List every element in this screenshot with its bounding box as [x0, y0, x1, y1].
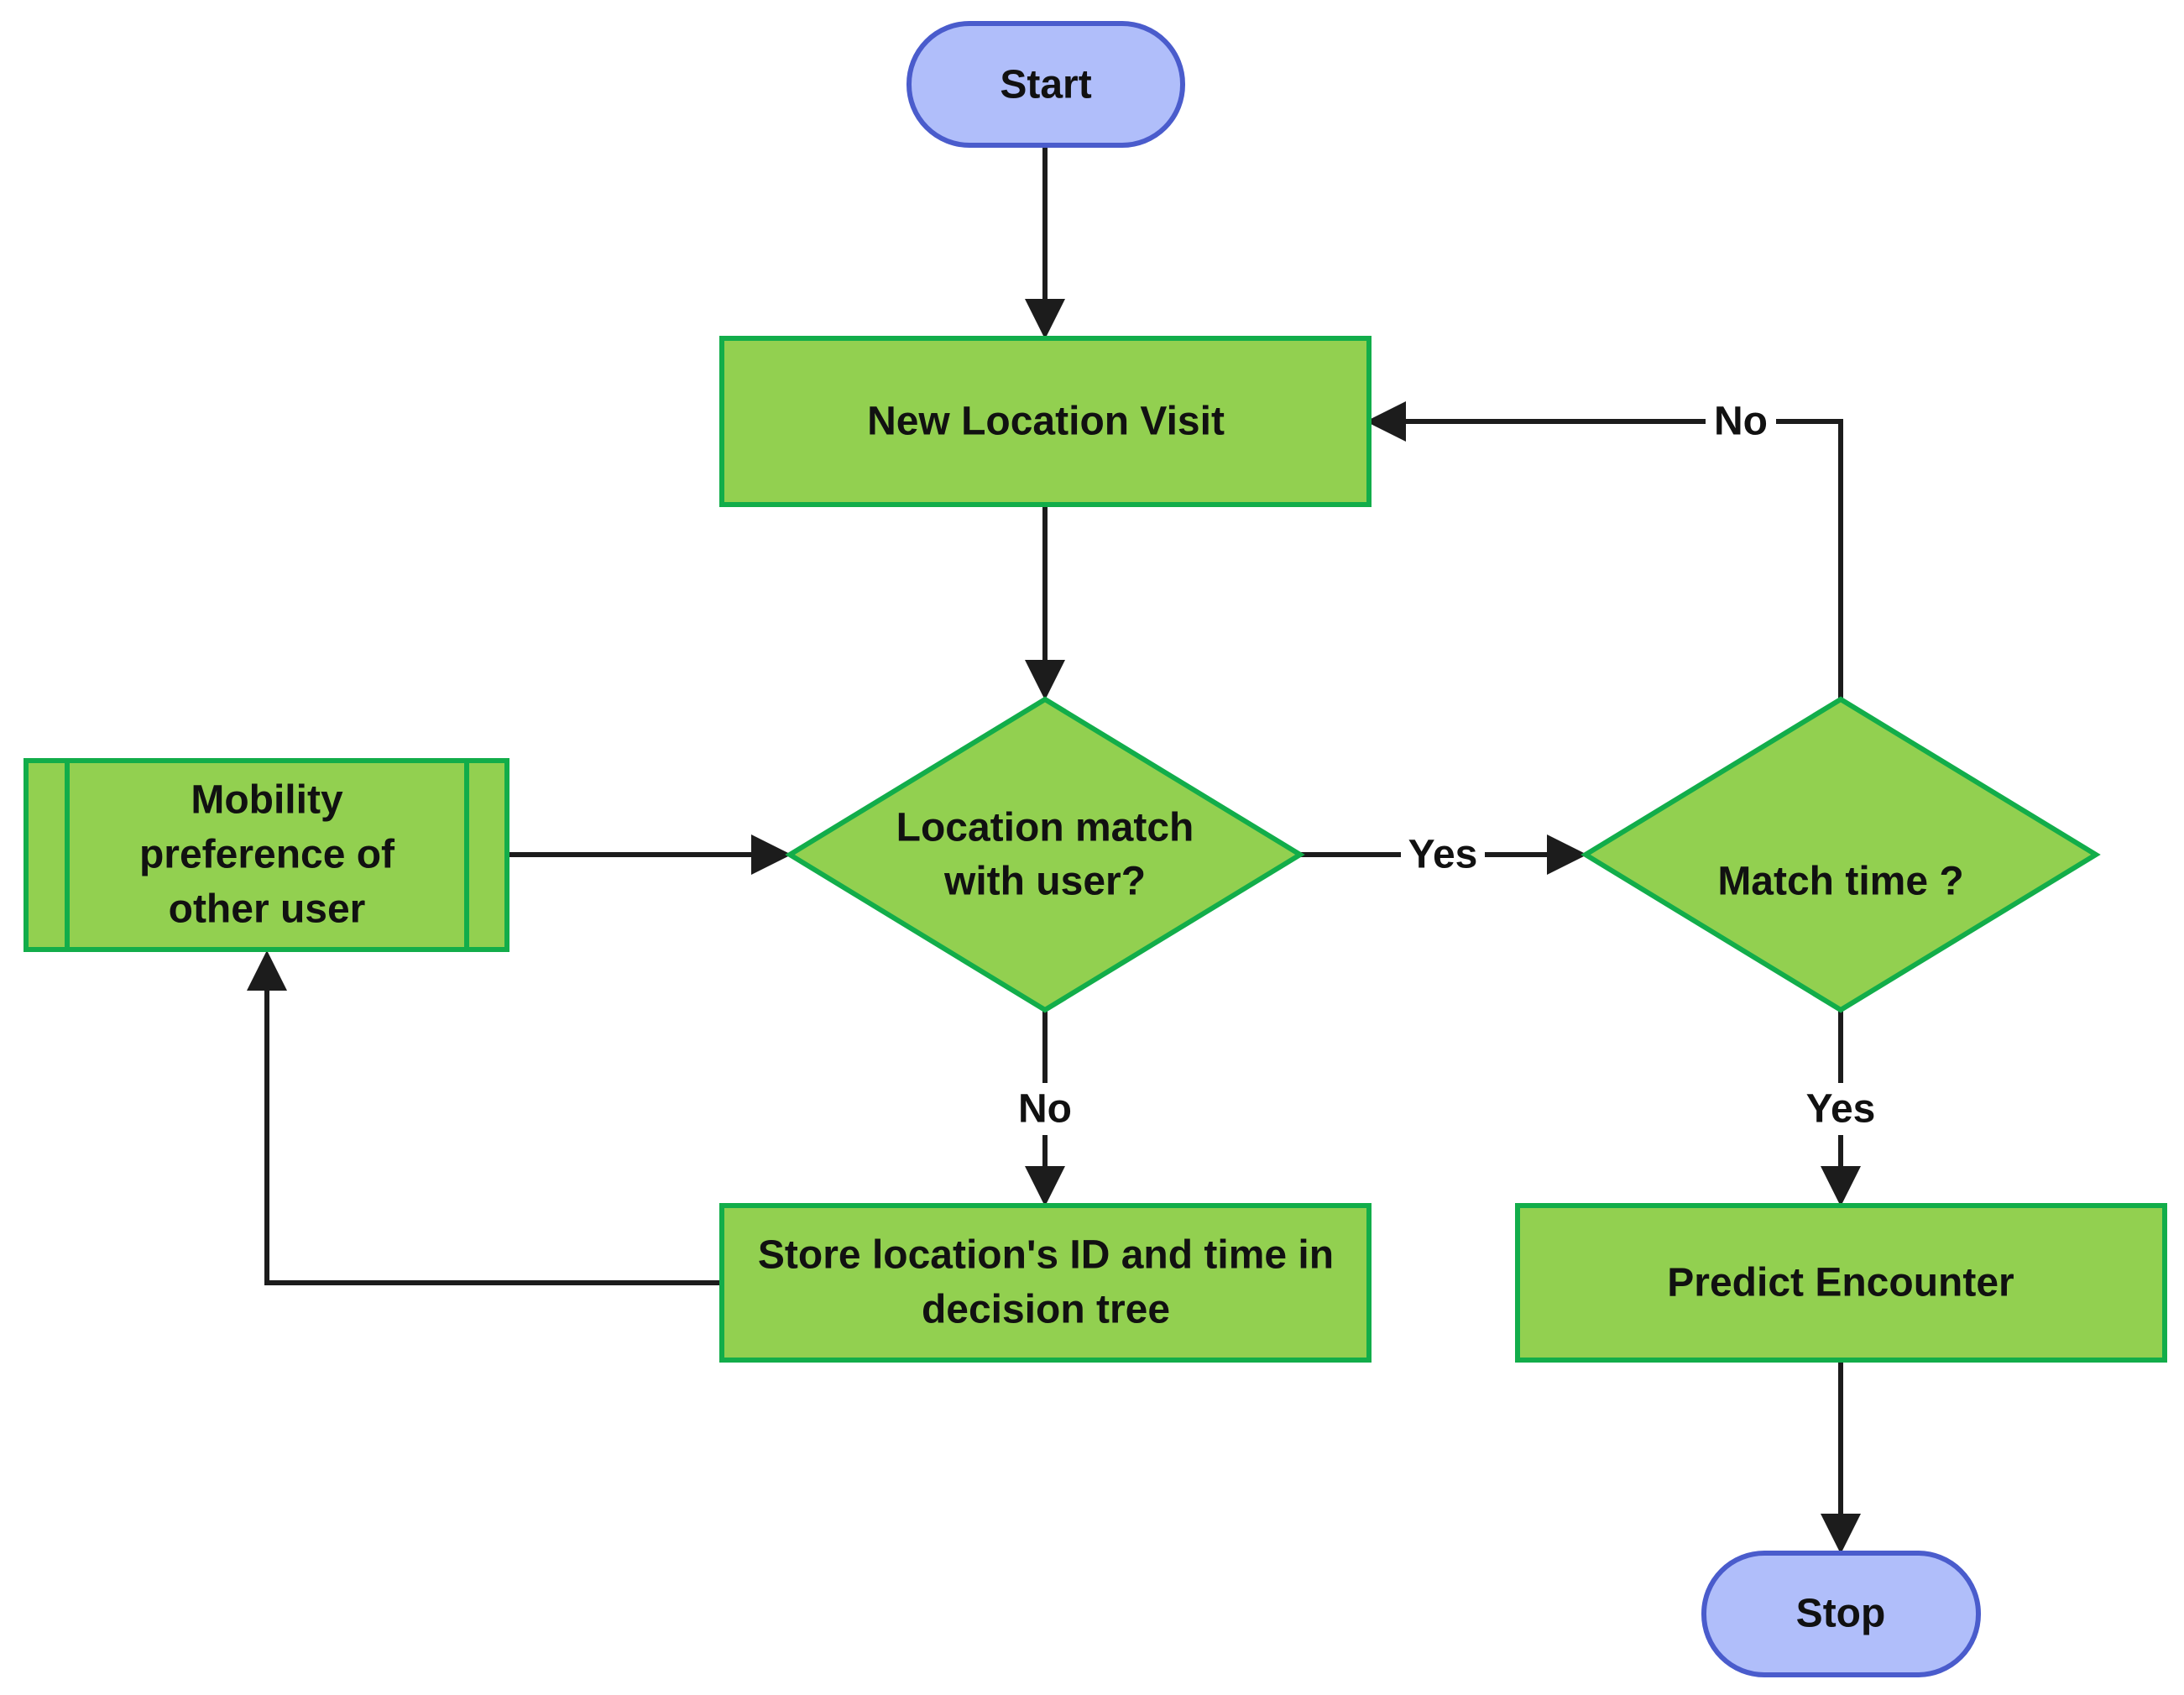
node-store-location: Store location's ID and time in decision… — [719, 1203, 1372, 1363]
node-match-time: Match time ? — [1581, 696, 2101, 1013]
node-label: Stop — [1796, 1592, 1886, 1636]
edge-label-yes-match-time: Yes — [1806, 1087, 1876, 1132]
process-shape — [719, 1203, 1372, 1363]
process-shape — [719, 336, 1372, 507]
node-stop: Stop — [1701, 1551, 1981, 1677]
node-label: Match time ? — [1717, 860, 1963, 904]
decision-shape — [1581, 696, 2101, 1013]
node-label-line-1: Mobility — [191, 778, 343, 823]
node-label: Start — [1000, 63, 1091, 107]
terminal-shape — [1701, 1551, 1981, 1677]
node-start: Start — [907, 21, 1185, 148]
node-label: New Location Visit — [867, 400, 1225, 444]
node-label-line-1: Location match — [896, 806, 1194, 850]
decision-shape — [785, 696, 1305, 1013]
node-location-match: Location match with user? — [785, 696, 1305, 1013]
node-label: Predict Encounter — [1667, 1261, 2014, 1305]
node-label-line-3: other user — [169, 887, 366, 932]
node-label-line-1: Store location's ID and time in — [758, 1233, 1334, 1278]
node-new-location-visit: New Location Visit — [719, 336, 1372, 507]
node-label-line-2: decision tree — [922, 1288, 1170, 1332]
node-predict-encounter: Predict Encounter — [1515, 1203, 2167, 1363]
edge-label-no-location-match: No — [1018, 1087, 1072, 1132]
edge-labels: Yes No No Yes — [1010, 395, 1883, 1135]
node-label-line-2: preference of — [139, 833, 395, 877]
node-label-line-2: with user? — [943, 860, 1146, 904]
edge-store-to-mobility — [247, 950, 722, 1285]
edge-match-time-to-visit — [1366, 401, 1843, 699]
subprocess-shape — [24, 758, 509, 952]
edge-label-yes-location-match: Yes — [1408, 833, 1478, 877]
edge-label-no-match-time: No — [1714, 400, 1768, 444]
node-mobility-preference: Mobility preference of other user — [24, 758, 509, 952]
process-shape — [1515, 1203, 2167, 1363]
terminal-shape — [907, 21, 1185, 148]
